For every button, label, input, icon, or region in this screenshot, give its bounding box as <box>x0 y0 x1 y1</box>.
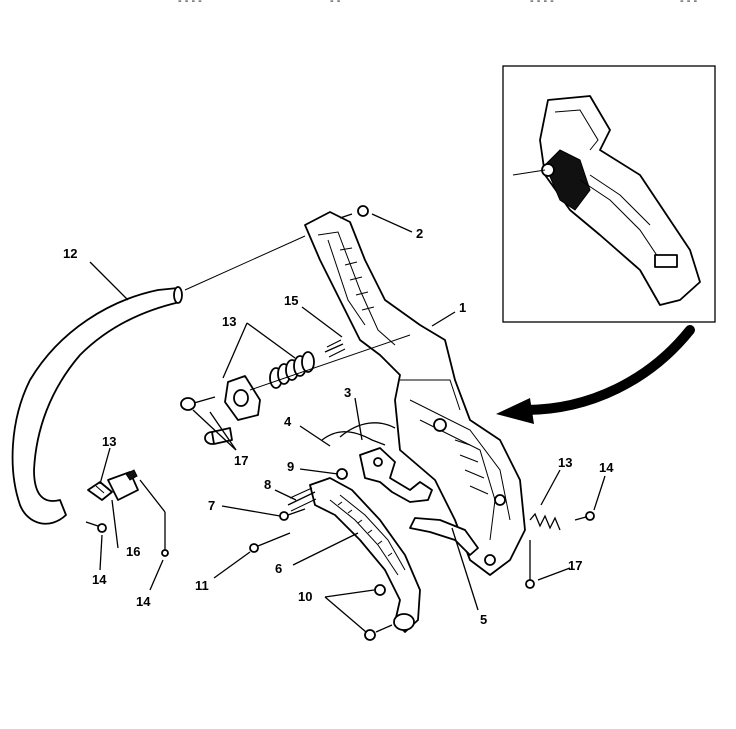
callout-13-center: 13 <box>222 314 236 329</box>
callout-4: 4 <box>284 414 292 429</box>
header-fragment-4: - - - <box>680 0 697 7</box>
inset-detail-view <box>502 65 716 323</box>
header-fragment-1: - - - - <box>178 0 202 7</box>
inset-handle-body <box>539 95 701 306</box>
part-10-screws <box>364 584 393 641</box>
part-9-nut <box>336 468 348 480</box>
part-7-screw <box>279 508 306 521</box>
callout-13-right: 13 <box>558 455 572 470</box>
part-5-throttle-trigger <box>409 517 479 556</box>
callout-9: 9 <box>287 459 294 474</box>
callout-12: 12 <box>63 246 77 261</box>
inset-brake-lever <box>544 149 591 211</box>
part-17-plugs <box>180 396 233 445</box>
callout-labels: 12 2 15 13 1 3 4 17 13 9 8 7 16 14 14 11… <box>63 226 614 627</box>
part-13-spring-coil <box>269 351 315 389</box>
part-13-left-spring <box>87 481 113 501</box>
callout-3: 3 <box>344 385 351 400</box>
part-14-screws <box>85 511 595 533</box>
callout-15: 15 <box>284 293 298 308</box>
callout-7: 7 <box>208 498 215 513</box>
part-8-screw <box>287 487 317 512</box>
callout-5: 5 <box>480 612 487 627</box>
callout-14-left: 14 <box>92 572 107 587</box>
callout-17-right: 17 <box>568 558 582 573</box>
header-fragment-2: - - <box>330 0 341 7</box>
part-12-front-handle-bar <box>11 286 183 525</box>
header-fragments: - - - - - - - - - - - - - <box>178 0 697 7</box>
part-2-screw <box>339 205 369 219</box>
callout-6: 6 <box>275 561 282 576</box>
callout-1: 1 <box>459 300 466 315</box>
inset-spring-end <box>512 169 546 176</box>
part-1-rear-handle-housing <box>304 211 526 576</box>
part-16-left-mount <box>87 469 139 501</box>
part-6-grip-insert <box>309 477 421 633</box>
callout-2: 2 <box>416 226 423 241</box>
leader-lines <box>89 213 606 633</box>
part-4-spring-wire <box>321 431 386 446</box>
header-fragment-3: - - - - <box>530 0 554 7</box>
callout-16: 16 <box>126 544 140 559</box>
part-17-right-screw <box>525 540 535 589</box>
curved-pointer-arrow <box>496 325 695 424</box>
callout-11: 11 <box>195 578 209 593</box>
callout-13-left: 13 <box>102 434 116 449</box>
callout-14-right: 14 <box>599 460 614 475</box>
part-15-screw <box>324 339 346 358</box>
part-13-right-spring <box>529 512 561 531</box>
inset-frame <box>502 65 716 323</box>
part-3-throttle-link <box>359 447 433 503</box>
callout-17-center: 17 <box>234 453 248 468</box>
callout-14-bottom: 14 <box>136 594 151 609</box>
callout-8: 8 <box>264 477 271 492</box>
part-11-screw <box>249 532 291 553</box>
callout-10: 10 <box>298 589 312 604</box>
part-13-15-vibration-mount <box>224 334 411 421</box>
